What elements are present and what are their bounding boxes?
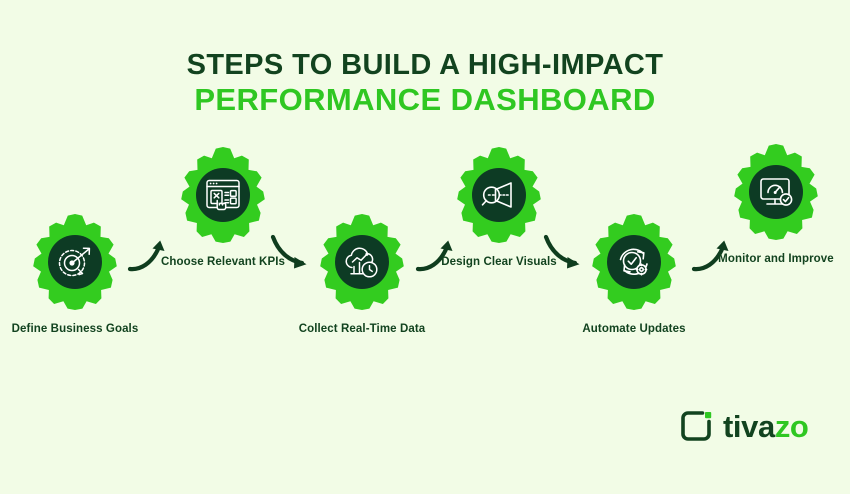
logo-text-dark: tiva xyxy=(723,408,775,444)
refresh-check-gear-icon xyxy=(612,240,656,284)
arrow-connector-up-1 xyxy=(126,228,178,280)
gear-shape-3 xyxy=(312,212,412,312)
gear-shape-6 xyxy=(726,142,826,242)
magnifier-projector-icon xyxy=(477,173,521,217)
gear-shape-1 xyxy=(25,212,125,312)
brand-logo[interactable]: tivazo xyxy=(679,408,809,444)
arrow-connector-down-4 xyxy=(541,228,593,280)
step-label: Automate Updates xyxy=(582,323,686,335)
step-label: Collect Real-Time Data xyxy=(298,323,426,335)
page-title: STEPS TO BUILD A HIGH-IMPACT PERFORMANCE… xyxy=(0,48,850,119)
title-line-accent: PERFORMANCE DASHBOARD xyxy=(194,82,656,118)
form-checklist-cursor-icon xyxy=(201,173,245,217)
step-define-business-goals[interactable]: Define Business Goals xyxy=(0,212,150,338)
logo-text-bright: zo xyxy=(774,408,809,444)
arrow-connector-down-2 xyxy=(268,228,320,280)
target-arrow-icon xyxy=(53,240,97,284)
step-automate-updates[interactable]: Automate Updates xyxy=(559,212,709,338)
monitor-gauge-check-icon xyxy=(754,170,798,214)
title-line-primary: STEPS TO BUILD A HIGH-IMPACT xyxy=(186,49,664,81)
logo-wordmark: tivazo xyxy=(723,408,809,444)
cloud-chart-clock-icon xyxy=(340,240,384,284)
step-label: Define Business Goals xyxy=(11,323,139,335)
step-design-clear-visuals[interactable]: Design Clear Visuals xyxy=(424,145,574,271)
step-label: Monitor and Improve xyxy=(718,253,834,265)
gear-shape-5 xyxy=(584,212,684,312)
gear-shape-2 xyxy=(173,145,273,245)
gear-shape-4 xyxy=(449,145,549,245)
step-label: Choose Relevant KPIs xyxy=(160,256,286,268)
step-monitor-and-improve[interactable]: Monitor and Improve xyxy=(701,142,850,268)
arrow-connector-up-5 xyxy=(690,228,742,280)
step-label: Design Clear Visuals xyxy=(441,256,557,268)
bracket-square-icon xyxy=(681,411,712,441)
arrow-connector-up-3 xyxy=(414,228,466,280)
step-collect-real-time-data[interactable]: Collect Real-Time Data xyxy=(287,212,437,338)
step-choose-relevant-kpis[interactable]: Choose Relevant KPIs xyxy=(148,145,298,271)
